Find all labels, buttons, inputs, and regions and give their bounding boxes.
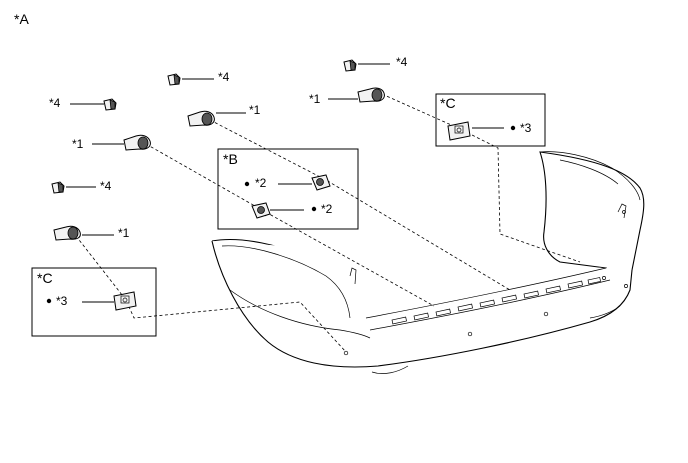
detail-box-b: *B *2 *2	[217, 148, 359, 230]
bullet-icon	[244, 181, 250, 187]
sensor-group-1: *1 *1 *1 *1	[53, 87, 385, 241]
rear-bumper-cover	[211, 151, 645, 374]
callout-star1-b: *1	[249, 103, 261, 117]
detail-c-label-b: *C	[37, 270, 53, 286]
detail-box-c-left: *C *3	[31, 267, 157, 337]
sensor-retainer-icon	[251, 202, 271, 219]
detail-b-label: *B	[223, 151, 238, 167]
callout-star3-a: *3	[520, 121, 532, 135]
bracket-icon	[447, 121, 471, 141]
step-pad-ribs	[391, 277, 601, 325]
ultrasonic-sensor-icon	[123, 134, 151, 151]
view-label: *A	[14, 11, 29, 27]
callout-star2-b: *2	[321, 202, 333, 216]
callout-star1-a: *1	[309, 92, 321, 106]
ultrasonic-sensor-icon	[187, 110, 215, 127]
callout-star4-a: *4	[396, 55, 408, 69]
clip-icon	[343, 59, 357, 72]
clip-icon	[167, 73, 181, 86]
ultrasonic-sensor-icon	[357, 87, 385, 103]
bracket-icon	[113, 291, 137, 311]
ultrasonic-sensor-icon	[53, 225, 81, 241]
bullet-icon	[510, 125, 516, 131]
detail-box-c-right: *C *3	[435, 93, 546, 147]
callout-star4-b: *4	[218, 70, 230, 84]
bullet-icon	[311, 206, 317, 212]
clip-icon	[51, 181, 65, 194]
callout-star3-b: *3	[56, 294, 68, 308]
callout-star1-d: *1	[118, 226, 130, 240]
clip-icon	[103, 98, 117, 111]
callout-star1-c: *1	[72, 137, 84, 151]
callout-star2-a: *2	[255, 176, 267, 190]
bullet-icon	[46, 298, 52, 304]
callout-star4-c: *4	[49, 96, 61, 110]
detail-c-label-a: *C	[440, 95, 456, 111]
callout-star4-d: *4	[100, 179, 112, 193]
sensor-retainer-icon	[311, 174, 331, 191]
clip-group-4: *4 *4 *4 *4	[49, 55, 408, 194]
